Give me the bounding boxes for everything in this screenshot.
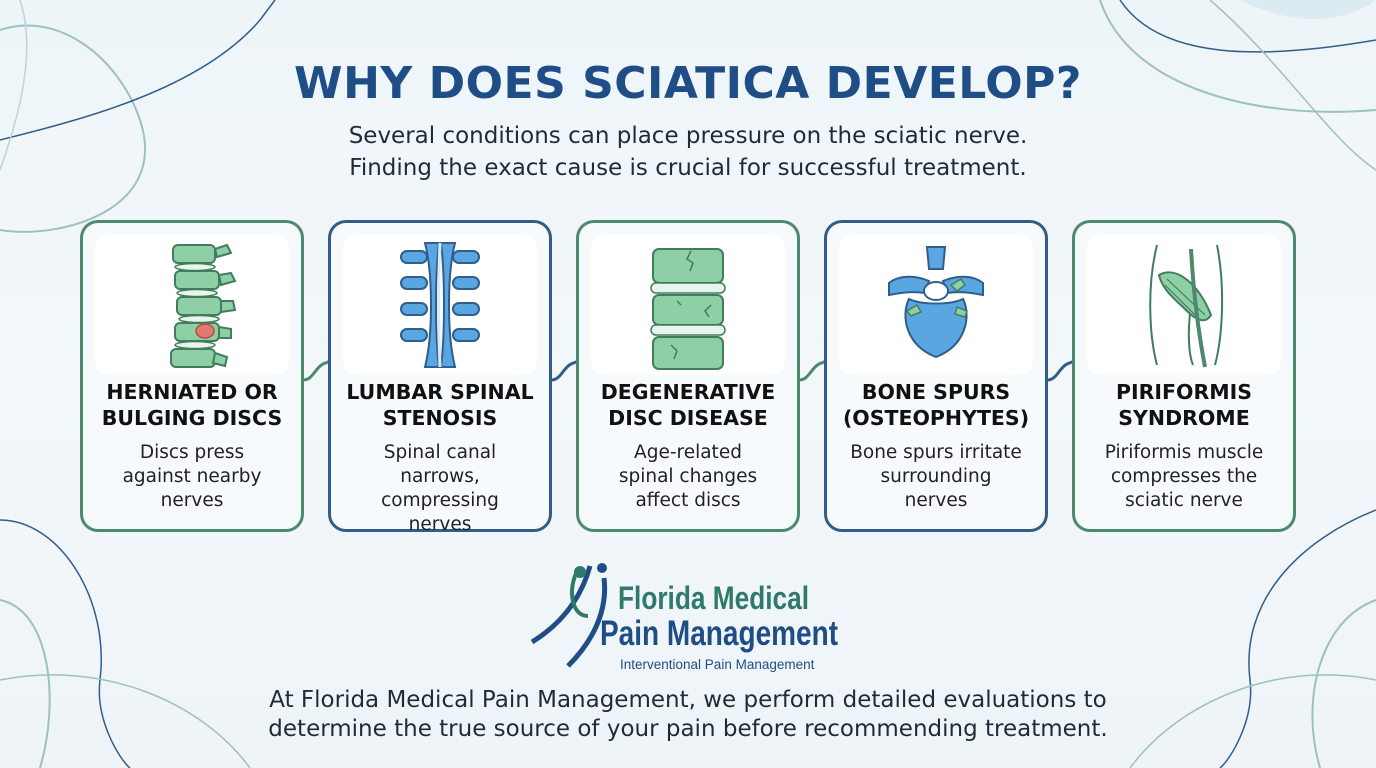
card-connector — [1047, 360, 1077, 382]
subtitle-line-1: Several conditions can place pressure on… — [348, 123, 1028, 149]
logo-name-line-2: Pain Management — [600, 614, 839, 653]
card-description: Piriformis muscle compresses the sciatic… — [1104, 442, 1264, 511]
herniated-disc-spine-icon — [95, 235, 289, 375]
card-heading: LUMBAR SPINAL STENOSIS — [346, 380, 534, 430]
logo-name-line-1: Florida Medical — [618, 580, 810, 616]
cause-card-piriformis: PIRIFORMIS SYNDROME Piriformis muscle co… — [1072, 220, 1296, 532]
vertebra-bone-spur-icon — [839, 235, 1033, 375]
logo-emblem — [530, 563, 608, 668]
card-heading: PIRIFORMIS SYNDROME — [1115, 380, 1253, 430]
card-connector — [303, 360, 333, 382]
footer-text: At Florida Medical Pain Management, we p… — [0, 686, 1376, 744]
page-title: WHY DOES SCIATICA DEVELOP? — [294, 58, 1082, 109]
card-description: Bone spurs irritate surrounding nerves — [850, 442, 1022, 511]
card-connector — [551, 360, 581, 382]
cause-card-bone-spurs: BONE SPURS (OSTEOPHYTES) Bone spurs irri… — [824, 220, 1048, 532]
card-description: Discs press against nearby nerves — [122, 442, 262, 511]
card-connector — [799, 360, 829, 382]
degenerative-disc-icon — [591, 235, 785, 375]
subtitle-line-2: Finding the exact cause is crucial for s… — [349, 155, 1027, 181]
spinal-stenosis-icon — [343, 235, 537, 375]
card-heading: BONE SPURS (OSTEOPHYTES) — [842, 380, 1030, 430]
footer-line-1: At Florida Medical Pain Management, we p… — [269, 687, 1107, 713]
page-subtitle: Several conditions can place pressure on… — [0, 120, 1376, 184]
card-description: Spinal canal narrows, compressing nerves — [381, 442, 499, 535]
cause-card-spinal-stenosis: LUMBAR SPINAL STENOSIS Spinal canal narr… — [328, 220, 552, 535]
card-description: Age-related spinal changes affect discs — [618, 442, 758, 511]
card-heading: HERNIATED OR BULGING DISCS — [101, 380, 283, 430]
footer-line-2: determine the true source of your pain b… — [268, 716, 1108, 742]
card-heading: DEGENERATIVE DISC DISEASE — [600, 380, 776, 430]
logo-tagline: Interventional Pain Management — [620, 657, 815, 672]
cause-card-degenerative-disc: DEGENERATIVE DISC DISEASE Age-related sp… — [576, 220, 800, 532]
piriformis-muscle-icon — [1087, 235, 1281, 375]
cause-card-herniated-discs: HERNIATED OR BULGING DISCS Discs press a… — [80, 220, 304, 532]
